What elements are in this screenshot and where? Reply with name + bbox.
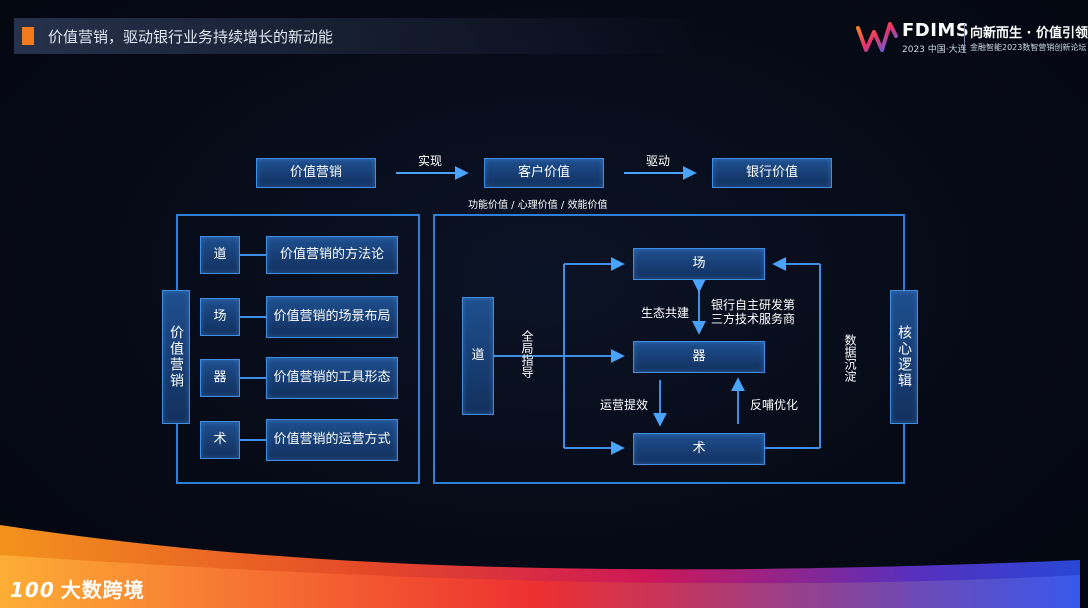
left-key-chang: 场	[200, 298, 240, 336]
left-key-dao: 道	[200, 236, 240, 274]
footer-wave	[0, 525, 1080, 608]
left-key-qi: 器	[200, 359, 240, 397]
node-dao: 道	[462, 297, 494, 415]
label-feedback-optimize: 反哺优化	[750, 398, 799, 412]
label-rnd-provider: 银行自主研发第三方技术服务商	[711, 298, 796, 326]
page-title: 价值营销，驱动银行业务持续增长的新动能	[48, 28, 334, 46]
logo-name: FDIMS	[902, 20, 970, 41]
node-shu: 术	[633, 433, 765, 465]
brand-name: 大数跨境	[60, 578, 145, 602]
left-desc-chang: 价值营销的场景布局	[266, 296, 398, 338]
logo-divider	[964, 24, 965, 52]
left-key-shu: 术	[200, 421, 240, 459]
left-desc-qi: 价值营销的工具形态	[266, 357, 398, 399]
customer-value-sublabel: 功能价值 / 心理价值 / 效能价值	[468, 200, 608, 211]
header-accent	[22, 27, 34, 45]
node-chang: 场	[633, 248, 765, 280]
right-panel-side-label: 核心逻辑	[890, 290, 918, 424]
logo-slogan: 向新而生 · 价值引领	[970, 26, 1088, 41]
left-panel-side-label: 价值营销	[162, 290, 190, 424]
label-ops-efficiency: 运营提效	[600, 398, 649, 412]
fdims-logo-icon	[856, 22, 898, 52]
header-bar	[14, 18, 694, 54]
flow-label-drive: 驱动	[646, 154, 671, 168]
left-desc-dao: 价值营销的方法论	[266, 236, 398, 274]
node-qi: 器	[633, 341, 765, 373]
flow-box-bank-value: 银行价值	[712, 158, 832, 188]
logo-forum: 金融智能2023数智营销创新论坛	[970, 43, 1087, 52]
label-ecosystem: 生态共建	[641, 306, 690, 320]
flow-box-value-marketing: 价值营销	[256, 158, 376, 188]
label-global-guidance: 全局指导	[520, 330, 534, 378]
flow-label-realize: 实现	[418, 154, 443, 168]
logo-location: 2023 中国·大连	[902, 45, 967, 55]
left-desc-shu: 价值营销的运营方式	[266, 419, 398, 461]
flow-box-customer-value: 客户价值	[484, 158, 604, 188]
brand-logo-icon: 100	[10, 578, 55, 602]
label-data-accumulation: 数据沉淀	[843, 334, 857, 382]
